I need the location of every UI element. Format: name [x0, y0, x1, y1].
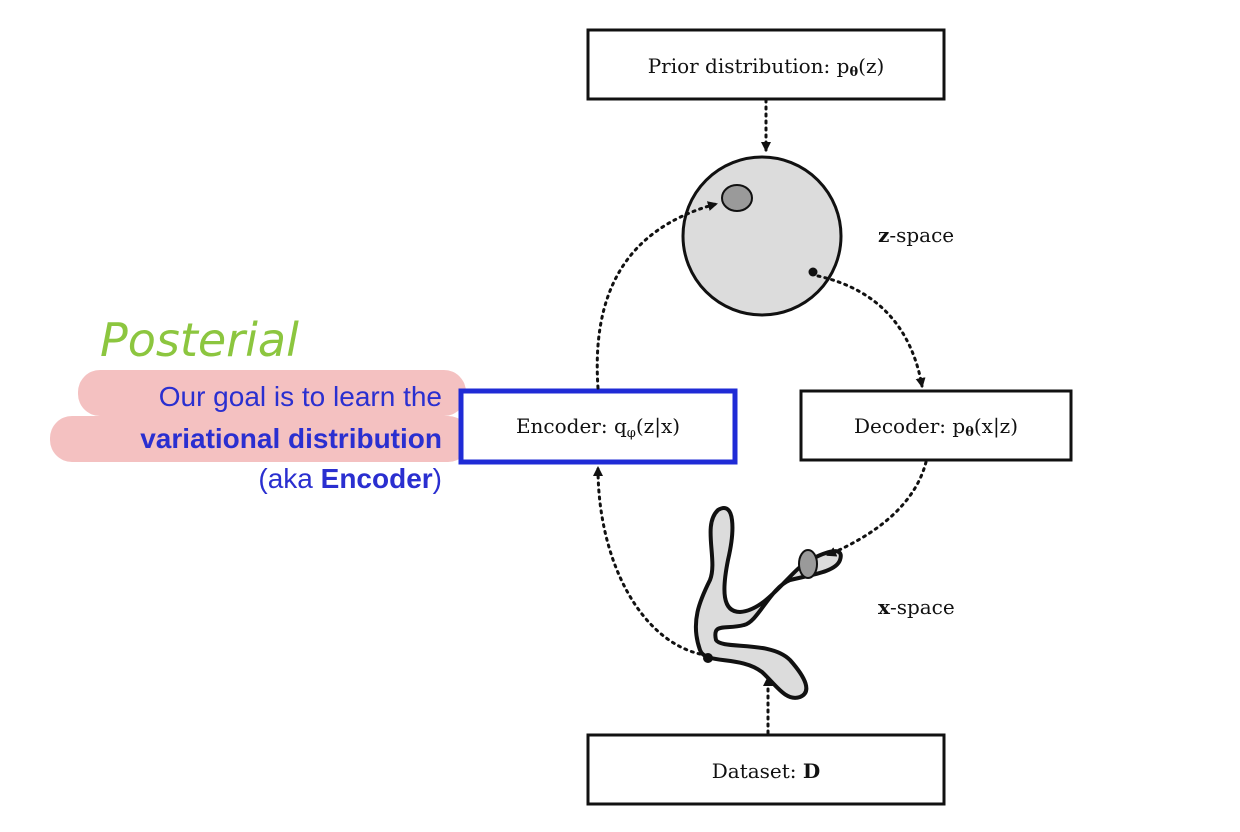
dataset-label: Dataset: D: [712, 759, 821, 783]
x-sample-dot: [703, 653, 713, 663]
prior-box: Prior distribution: pθ(z): [586, 28, 946, 101]
dataset-box: Dataset: D: [586, 733, 946, 806]
decoder-box: Decoder: pθ(x|z): [799, 389, 1073, 462]
posterior-blob: [721, 184, 753, 212]
prior-label: Prior distribution: pθ(z): [648, 54, 885, 80]
handwritten-note: Posterial: [100, 313, 299, 367]
z-space-circle: [681, 155, 843, 317]
z-sample-dot: [808, 267, 818, 277]
highlight-line2: [50, 416, 470, 462]
arrow-xspace-to-encoder: [593, 466, 702, 656]
x-space-label: x-space: [878, 595, 955, 619]
arrow-zspace-to-decoder: [816, 274, 926, 388]
decoder-label: Decoder: pθ(x|z): [854, 414, 1018, 440]
annotation-line2: variational distribution: [140, 423, 442, 454]
encoder-box: Encoder: qφ(z|x): [458, 388, 738, 465]
annotation-line1: Our goal is to learn the: [159, 381, 442, 412]
z-space-label: z-space: [878, 223, 954, 247]
annotation-line3: (aka Encoder): [258, 463, 442, 494]
x-space-manifold: [693, 506, 843, 700]
arrow-encoder-to-zspace: [595, 201, 718, 390]
highlight-line1: [78, 370, 466, 416]
encoder-label: Encoder: qφ(z|x): [516, 414, 680, 441]
arrow-decoder-to-xspace: [826, 460, 928, 557]
x-reconstruction-blob: [798, 549, 818, 579]
